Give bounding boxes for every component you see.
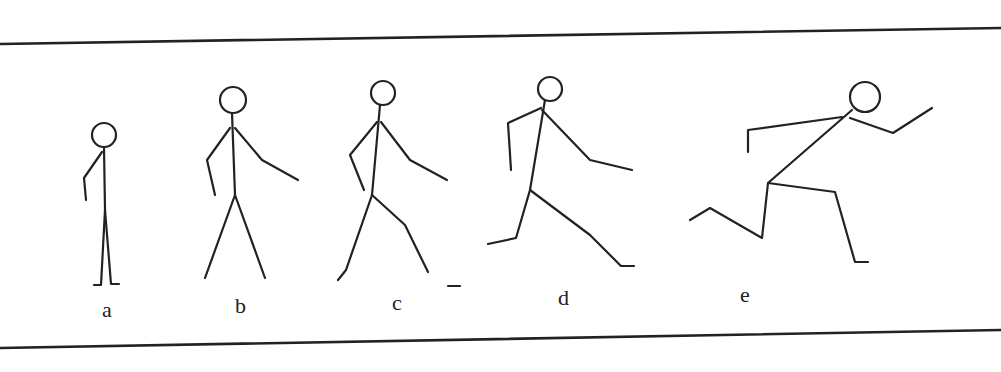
- figure-walking: [338, 81, 460, 286]
- figure-standing: [84, 123, 119, 285]
- figure-letter: c: [392, 292, 402, 314]
- figure-jogging: [488, 77, 634, 266]
- figure-letter: e: [740, 284, 750, 306]
- figure-letter: b: [235, 295, 246, 317]
- bottom-rule: [0, 330, 1001, 348]
- top-rule: [0, 28, 1001, 44]
- figure-letter: d: [558, 287, 569, 309]
- figure-running: [690, 82, 932, 262]
- figure-step: [205, 87, 298, 278]
- figure-letter: a: [102, 299, 112, 321]
